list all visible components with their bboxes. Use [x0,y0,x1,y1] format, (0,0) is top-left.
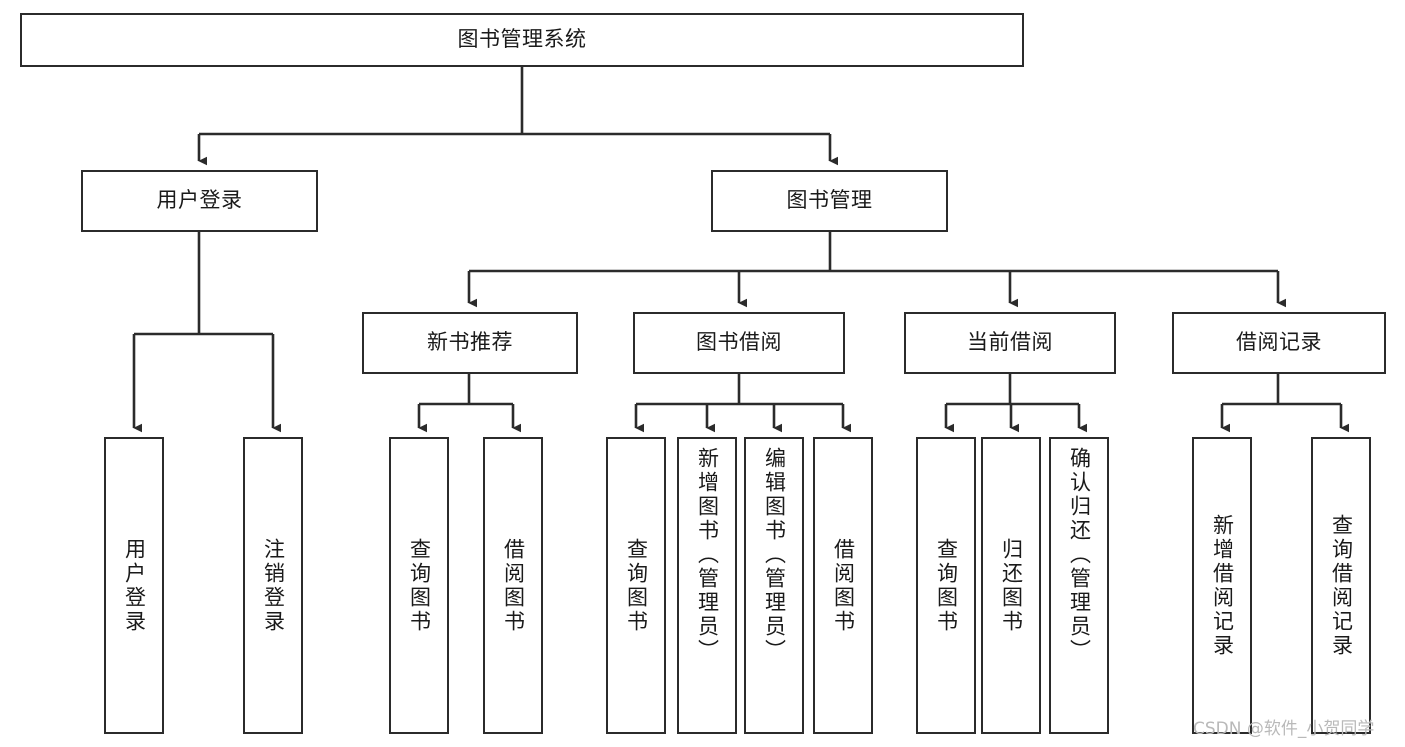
node-label: 确认归还（管理员） [1067,447,1092,663]
leaf-br-add-record[interactable]: 新增借阅记录 [1192,437,1252,734]
leaf-bb-add-book[interactable]: 新增图书（管理员） [677,437,737,734]
node-label: 新增图书（管理员） [695,447,720,663]
leaf-bb-query-book[interactable]: 查询图书 [606,437,666,734]
node-label: 当前借阅 [967,330,1053,355]
node-book-manage[interactable]: 图书管理 [711,170,948,232]
leaf-cb-return-book[interactable]: 归还图书 [981,437,1041,734]
leaf-logout[interactable]: 注销登录 [243,437,303,734]
leaf-bb-borrow-book[interactable]: 借阅图书 [813,437,873,734]
node-label: 查询借阅记录 [1329,513,1354,658]
node-label: 归还图书 [999,537,1024,634]
leaf-nb-query-book[interactable]: 查询图书 [389,437,449,734]
leaf-user-login[interactable]: 用户登录 [104,437,164,734]
leaf-cb-confirm-return[interactable]: 确认归还（管理员） [1049,437,1109,734]
node-label: 编辑图书（管理员） [762,447,787,663]
node-label: 用户登录 [122,537,147,634]
leaf-br-query-record[interactable]: 查询借阅记录 [1311,437,1371,734]
node-borrow-record[interactable]: 借阅记录 [1172,312,1386,374]
node-new-book-recommend[interactable]: 新书推荐 [362,312,578,374]
node-current-borrow[interactable]: 当前借阅 [904,312,1116,374]
leaf-nb-borrow-book[interactable]: 借阅图书 [483,437,543,734]
node-user-login[interactable]: 用户登录 [81,170,318,232]
node-label: 新增借阅记录 [1210,513,1235,658]
node-label: 图书借阅 [696,330,782,355]
node-label: 借阅图书 [501,537,526,634]
node-root-system[interactable]: 图书管理系统 [20,13,1024,67]
node-label: 查询图书 [934,537,959,634]
node-label: 借阅图书 [831,537,856,634]
node-label: 图书管理 [786,188,873,213]
node-book-borrow[interactable]: 图书借阅 [633,312,845,374]
node-label: 用户登录 [156,188,243,213]
leaf-bb-edit-book[interactable]: 编辑图书（管理员） [744,437,804,734]
node-label: 注销登录 [261,537,286,634]
node-label: 图书管理系统 [457,27,587,52]
node-label: 查询图书 [407,537,432,634]
node-label: 查询图书 [624,537,649,634]
leaf-cb-query-book[interactable]: 查询图书 [916,437,976,734]
node-label: 新书推荐 [427,330,513,355]
node-label: 借阅记录 [1236,330,1322,355]
